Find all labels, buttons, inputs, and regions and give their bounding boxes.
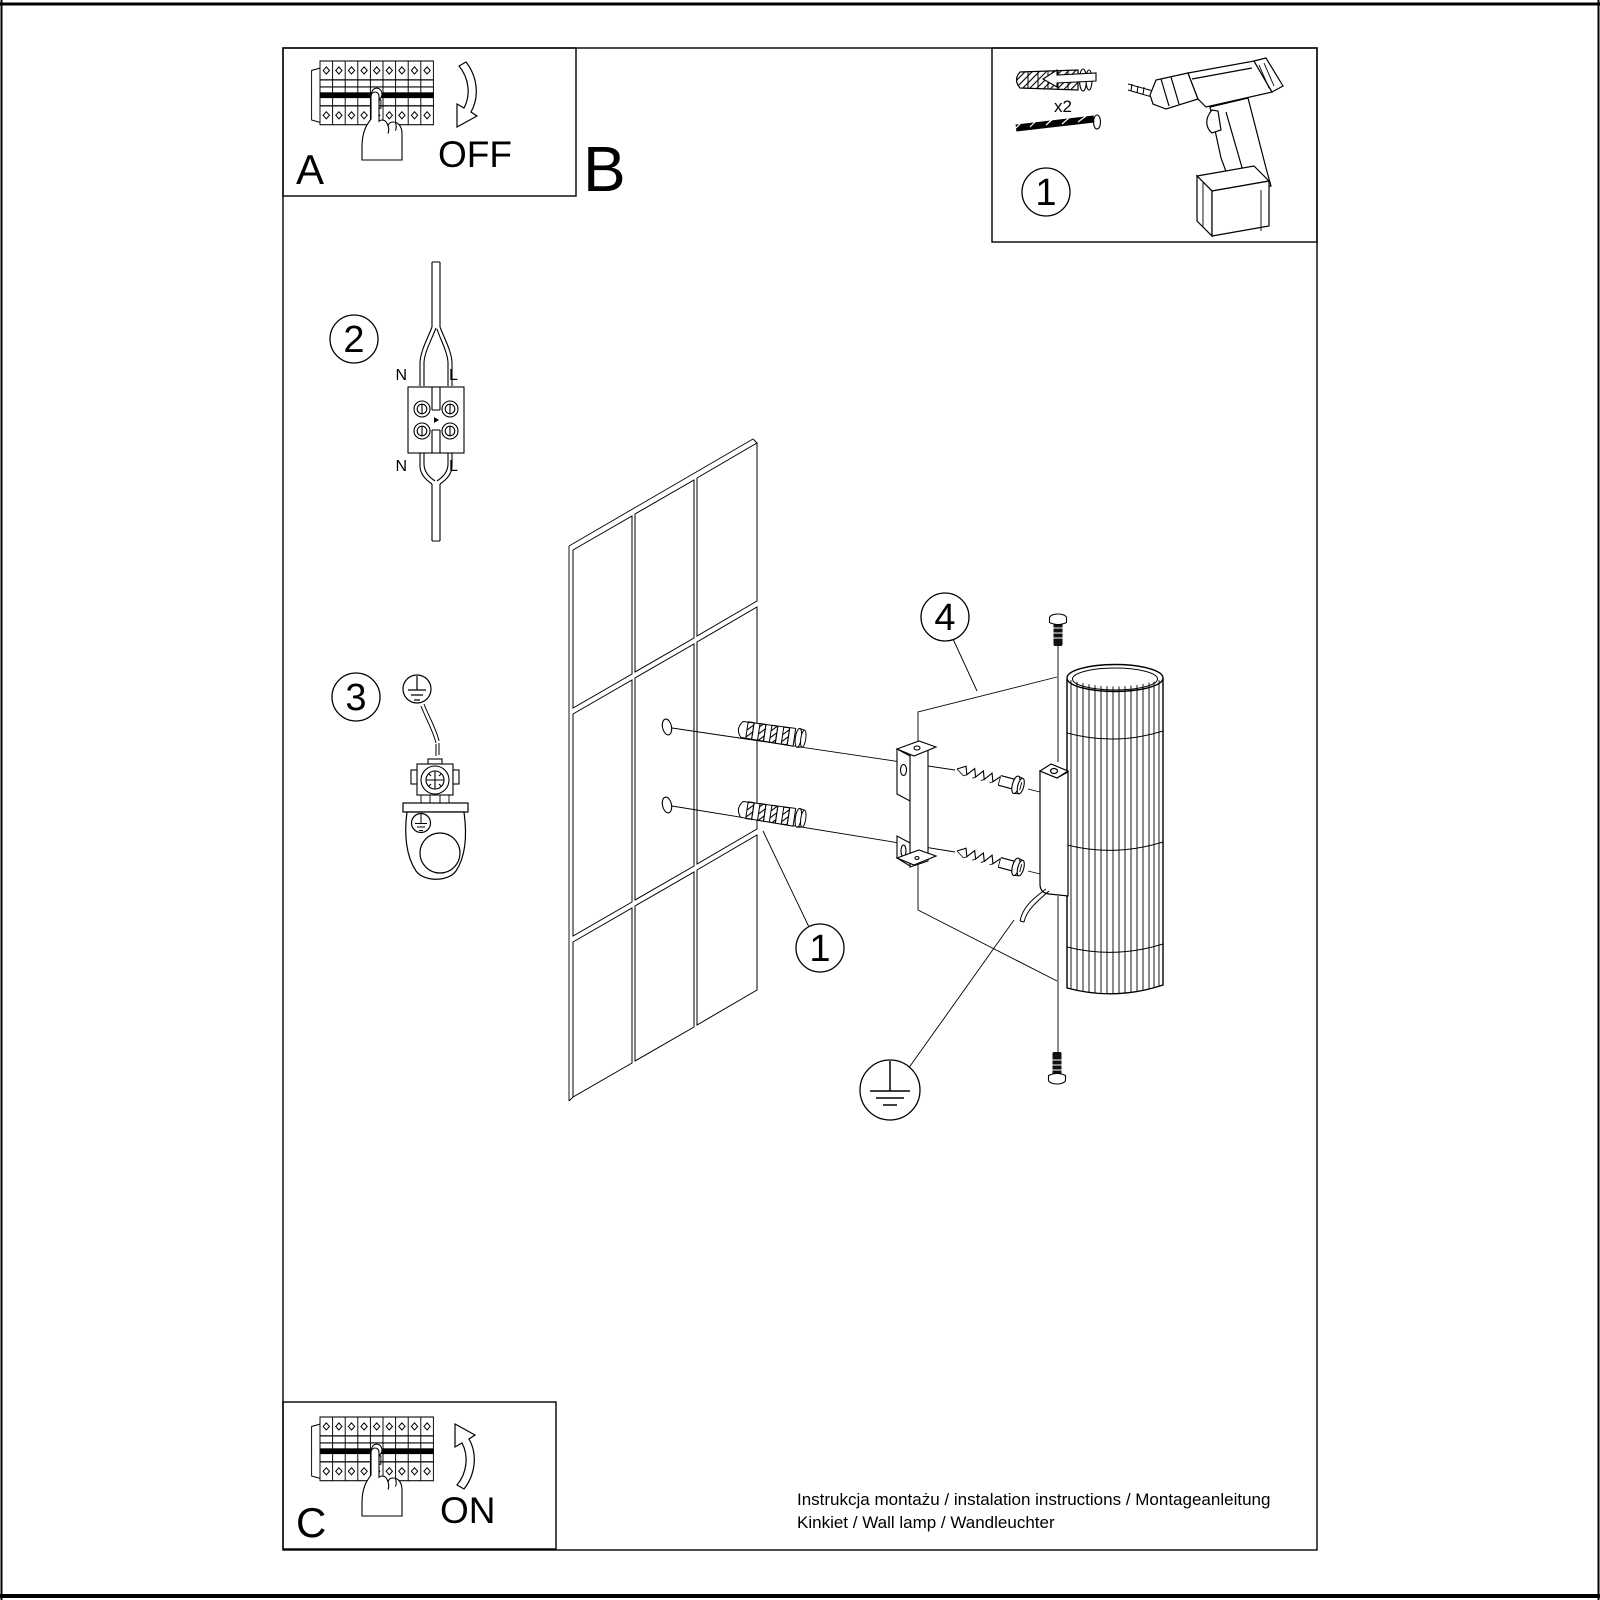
- wall-plug-top: [736, 719, 808, 749]
- step3-badge: 3: [331, 672, 381, 722]
- main-frame: [282, 47, 1318, 1551]
- step4-badge: 4: [920, 592, 978, 692]
- axis-stub-bottom: [1027, 870, 1041, 875]
- ground-step: 3: [331, 672, 469, 880]
- insert-arrow-icon: [1041, 68, 1097, 88]
- wiring-step: 2 N L N L: [329, 261, 465, 542]
- drill-icon: [1127, 57, 1284, 238]
- machine-screw-bottom: [1047, 1051, 1067, 1085]
- lamp-ground-wire: [1019, 888, 1050, 923]
- step4-badge-number: 4: [934, 597, 955, 639]
- axis-stub-top: [1027, 788, 1041, 793]
- parts-box-frame: [991, 47, 1318, 243]
- power-off-label: OFF: [438, 134, 512, 175]
- mounting-screw-icon: [1015, 114, 1102, 132]
- power-off-panel: A OFF: [282, 47, 577, 197]
- mains-cable-bottom: [419, 453, 453, 542]
- parts-badge-number: 1: [1035, 172, 1056, 214]
- wall-plug-icon: [1015, 68, 1097, 92]
- terminal-block-icon: [407, 386, 465, 454]
- step1-badge: 1: [762, 830, 845, 973]
- footer-line1: Instrukcja montażu / instalation instruc…: [797, 1490, 1270, 1509]
- parts-box: x2 1: [991, 47, 1318, 243]
- machine-screw-top: [1048, 613, 1068, 647]
- lamp-flutes: [1067, 679, 1163, 994]
- power-on-panel: C ON: [282, 1401, 557, 1550]
- lamp-canopy: [1038, 763, 1070, 897]
- exploded-view: 4 1: [568, 438, 1164, 1121]
- earth-badge: [859, 919, 1015, 1121]
- drill-hole-top: [661, 718, 673, 736]
- box-a-frame: [282, 47, 577, 197]
- wall-plug-bottom: [736, 799, 808, 829]
- footer: Instrukcja montażu / instalation instruc…: [797, 1490, 1270, 1532]
- parts-badge: 1: [1021, 167, 1071, 217]
- quantity-label: x2: [1054, 97, 1072, 116]
- wood-screw-bottom: [954, 841, 1027, 879]
- wire-n-label-top: N: [395, 367, 407, 384]
- section-c-label: C: [296, 1499, 326, 1546]
- wire-l-label-top: L: [449, 367, 458, 384]
- wall-bracket: [895, 740, 938, 868]
- section-b-label: B: [583, 133, 626, 205]
- off-arrow-icon: [456, 61, 479, 129]
- on-arrow-icon: [454, 1422, 477, 1490]
- wire-l-label-bottom: L: [449, 458, 458, 475]
- wood-screw-top: [954, 759, 1027, 797]
- step2-badge: 2: [329, 314, 379, 364]
- step2-badge-number: 2: [343, 319, 364, 361]
- earth-symbol-icon: [402, 674, 432, 704]
- power-on-label: ON: [440, 1490, 496, 1531]
- box-c-frame: [282, 1401, 557, 1550]
- lamp-body: [1066, 663, 1164, 995]
- step1-badge-number: 1: [809, 928, 830, 970]
- step3-badge-number: 3: [345, 677, 366, 719]
- projection-plane: [917, 676, 1058, 982]
- ground-wire: [420, 703, 440, 756]
- wire-n-label-bottom: N: [395, 458, 407, 475]
- lamp-backplate-icon: [402, 802, 469, 880]
- mains-cable-top: [419, 261, 453, 386]
- tiled-wall: [568, 438, 758, 1102]
- section-a-label: A: [296, 146, 324, 193]
- drill-hole-bottom: [661, 796, 673, 814]
- footer-line2: Kinkiet / Wall lamp / Wandleuchter: [797, 1513, 1055, 1532]
- ground-terminal-icon: [410, 758, 460, 803]
